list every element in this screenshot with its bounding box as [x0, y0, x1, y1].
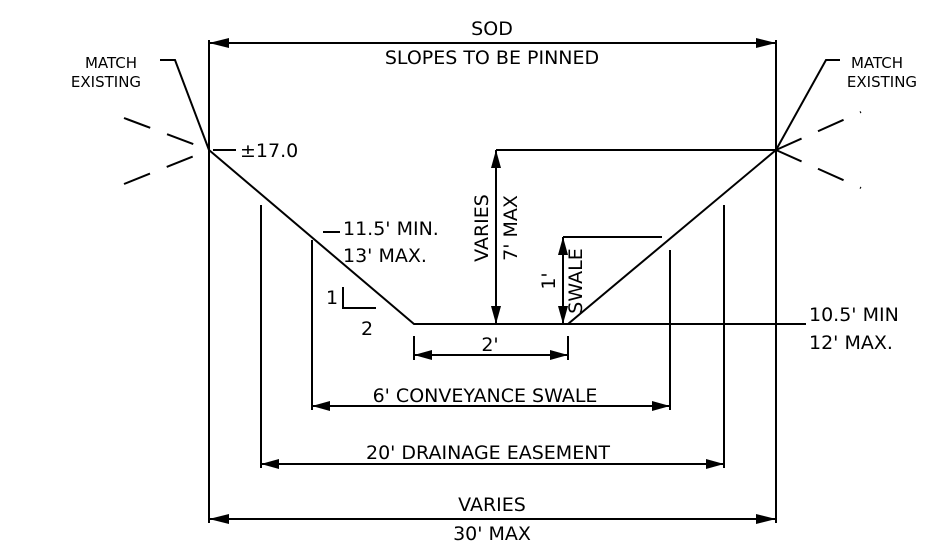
overall-varies-label: VARIES — [458, 494, 526, 516]
right-max-label: 12' MAX. — [809, 332, 893, 354]
match-existing-leader-right — [775, 59, 840, 151]
elevation-label: ±17.0 — [240, 140, 298, 162]
match-existing-right-line1: MATCH — [851, 54, 903, 72]
easement-label: 20' DRAINAGE EASEMENT — [366, 442, 610, 464]
slope-ratio-indicator — [342, 287, 376, 309]
swale-arrow-bottom — [558, 306, 568, 324]
conveyance-arrow-right — [652, 401, 670, 411]
bottom-dim-arrow-right — [550, 350, 568, 360]
right-min-label: 10.5' MIN — [809, 304, 899, 326]
match-existing-dash-left-lower — [123, 149, 210, 185]
overall-max-label: 30' MAX — [453, 523, 531, 544]
depth-arrow-top — [491, 150, 501, 168]
bottom-dim-arrow-left — [414, 350, 432, 360]
slope-run-label: 2 — [361, 318, 373, 340]
match-existing-leader-left — [160, 59, 210, 151]
left-max-label: 13' MAX. — [343, 245, 427, 267]
depth-varies-label: VARIES — [471, 194, 493, 262]
swale-label: SWALE — [565, 248, 587, 313]
top-dim-arrow-right — [756, 38, 776, 48]
match-existing-left-line1: MATCH — [85, 54, 137, 72]
conveyance-arrow-left — [312, 401, 330, 411]
sod-label: SOD — [471, 18, 513, 40]
easement-arrow-right — [706, 459, 724, 469]
swale-profile — [208, 149, 777, 325]
match-existing-right-line2: EXISTING — [847, 73, 917, 91]
conveyance-label: 6' CONVEYANCE SWALE — [373, 385, 598, 407]
match-existing-dash-right-upper — [775, 111, 862, 151]
easement-arrow-left — [261, 459, 279, 469]
slopes-pinned-label: SLOPES TO BE PINNED — [385, 47, 599, 69]
swale-arrow-top — [558, 237, 568, 255]
bottom-width-label: 2' — [481, 334, 498, 356]
match-existing-dash-left-upper — [123, 117, 210, 151]
match-existing-dash-right-lower — [775, 149, 862, 189]
match-existing-left-line2: EXISTING — [71, 73, 141, 91]
overall-arrow-left — [209, 514, 229, 524]
slope-rise-label: 1 — [326, 287, 338, 309]
left-min-label: 11.5' MIN. — [343, 218, 439, 240]
swale-depth-label: 1' — [538, 272, 560, 289]
depth-arrow-bottom — [491, 306, 501, 324]
top-dim-arrow-left — [209, 38, 229, 48]
overall-arrow-right — [756, 514, 776, 524]
depth-max-label: 7' MAX — [500, 195, 522, 261]
